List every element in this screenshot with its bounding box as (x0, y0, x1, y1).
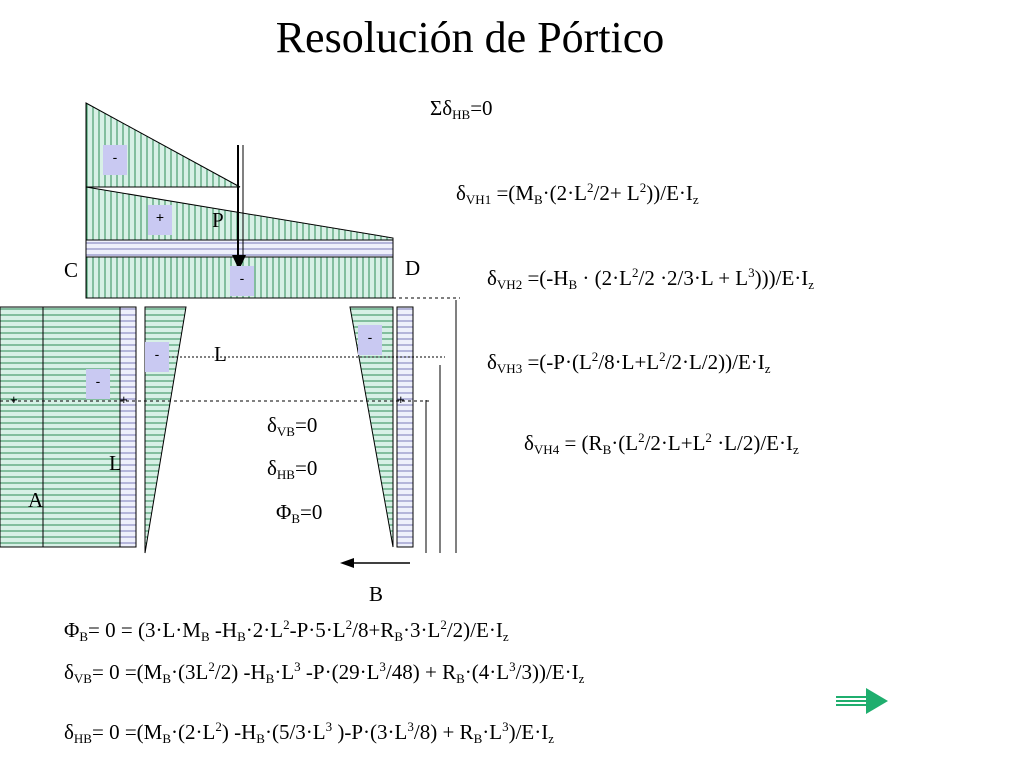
sign-box-col-mid: - (145, 342, 169, 372)
reaction-arrow-head (340, 558, 354, 568)
sign-plus: + (120, 392, 128, 407)
beam-band (85, 239, 394, 258)
condition-phib: ΦB=0 (276, 500, 323, 526)
sign-box-col-right: - (358, 325, 382, 355)
condition-dvb: δVB=0 (267, 413, 318, 439)
sign-plus: + (10, 392, 18, 407)
equation-phi-b: ΦB= 0 = (3·L·MB -HB·2·L2-P·5·L2/8+RB·3·L… (64, 617, 509, 644)
equation-vh2: δVH2 =(-HB · (2·L2/2 ·2/3·L + L3)))/E·Iz (487, 265, 815, 292)
sign-plus: + (397, 392, 405, 407)
equation-vh3: δVH3 =(-P·(L2/8·L+L2/2·L/2))/E·Iz (487, 349, 771, 376)
node-label-a: A (28, 488, 44, 512)
load-arrow-head (232, 255, 246, 270)
load-label-p: P (212, 208, 224, 232)
page-title: Resolución de Pórtico (275, 13, 665, 62)
sign-box-col-left: - (86, 369, 110, 399)
sign-box-top-left: - (103, 145, 127, 175)
double-arrow-right-icon[interactable] (836, 688, 888, 714)
height-label-l: L (109, 451, 122, 475)
node-label-c: C (64, 258, 79, 282)
equation-delta-vb: δVB= 0 =(MB·(3L2/2) -HB·L3 -P·(29·L3/48)… (64, 659, 585, 686)
left-column-band (119, 306, 137, 548)
equation-sum: ΣδHB=0 (430, 96, 493, 122)
equation-vh1: δVH1 =(MB·(2·L2/2+ L2))/E·Iz (456, 180, 699, 207)
beam-moment-trapezoid (85, 186, 394, 241)
left-column-moment (0, 306, 121, 548)
right-column-moment (349, 306, 394, 548)
sign-box-beam-minus: - (230, 266, 254, 296)
equation-vh4: δVH4 = (RB·(L2/2·L+L2 ·L/2)/E·Iz (524, 430, 799, 457)
condition-dhb: δHB=0 (267, 456, 318, 482)
sign-box-beam-plus: + (148, 205, 172, 235)
node-label-b: B (369, 582, 384, 606)
equation-delta-hb: δHB= 0 =(MB·(2·L2) -HB·(5/3·L3 )-P·(3·L3… (64, 719, 555, 746)
right-column-band (396, 306, 414, 548)
node-label-d: D (405, 256, 421, 280)
span-label-l: L (214, 342, 227, 366)
